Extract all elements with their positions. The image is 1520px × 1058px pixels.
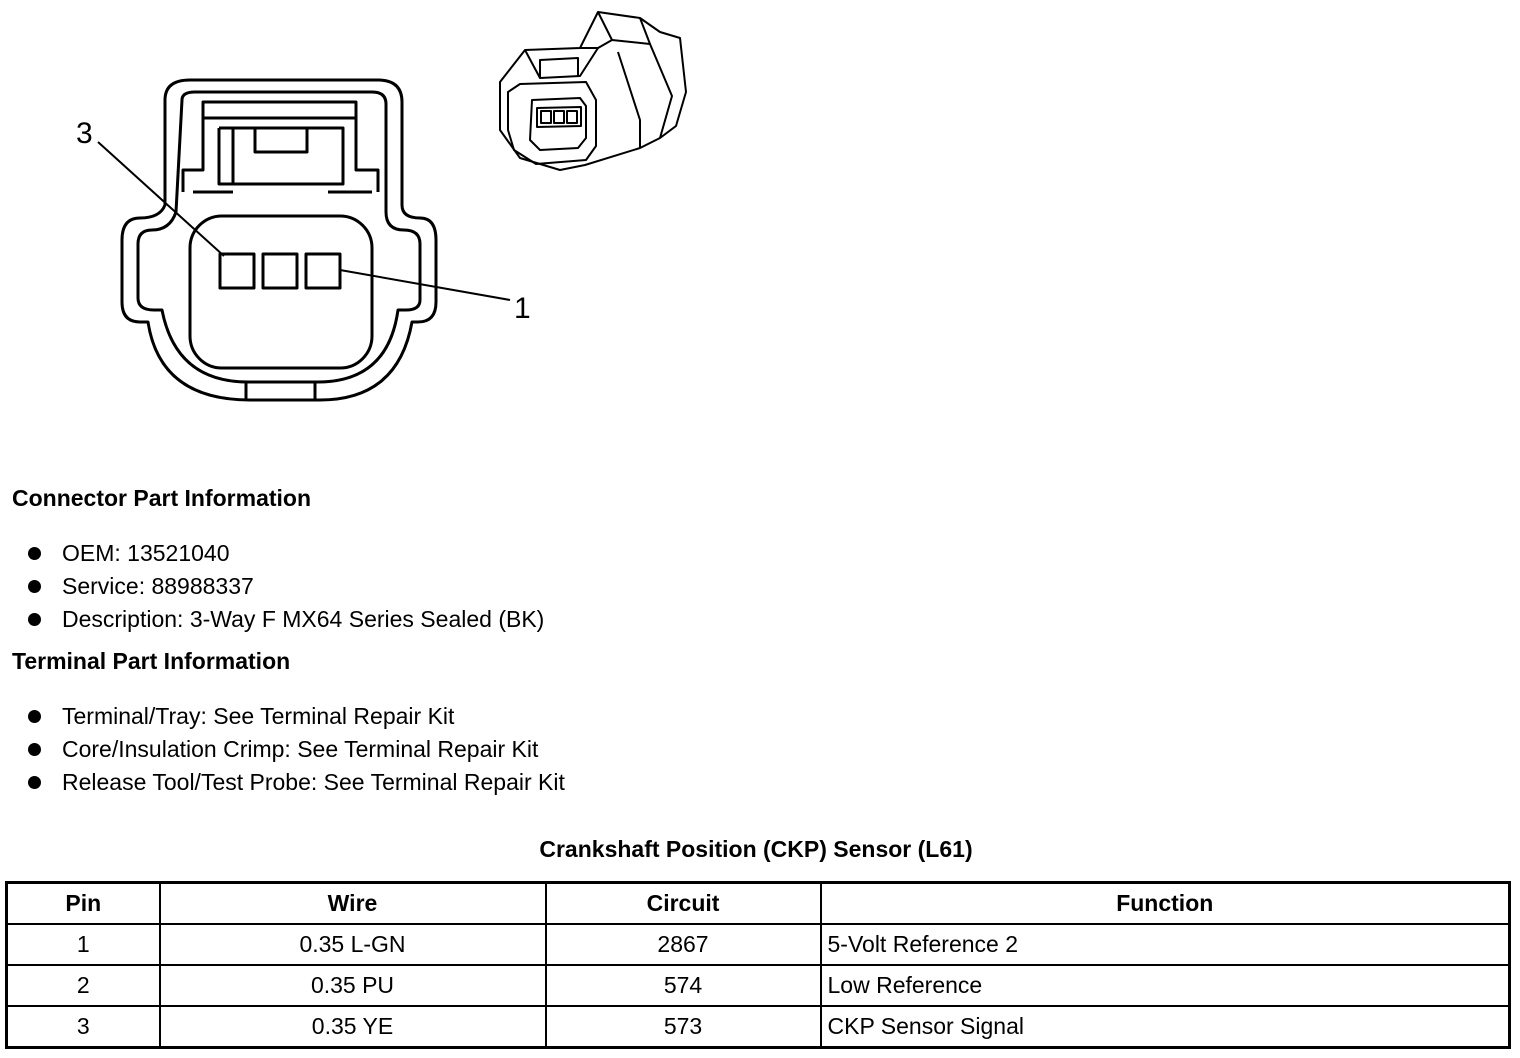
cell-pin: 2 xyxy=(5,964,161,1007)
list-item: Service: 88988337 xyxy=(28,570,544,603)
table-header-row: Pin Wire Circuit Function xyxy=(5,881,1511,925)
pin-2-cavity xyxy=(261,252,299,290)
connector-isometric-view xyxy=(499,11,687,171)
connector-diagram: 3 1 xyxy=(76,11,687,402)
bullet-icon xyxy=(28,710,41,723)
bullet-icon xyxy=(28,547,41,560)
cell-circuit: 574 xyxy=(544,964,822,1007)
terminal-part-info-list: Terminal/Tray: See Terminal Repair Kit C… xyxy=(28,700,565,799)
connector-outer-housing xyxy=(120,78,438,402)
header-wire: Wire xyxy=(158,881,547,925)
list-item: Release Tool/Test Probe: See Terminal Re… xyxy=(28,766,565,799)
cell-pin: 1 xyxy=(5,923,161,966)
cell-function: CKP Sensor Signal xyxy=(819,1005,1511,1049)
connector-part-info-list: OEM: 13521040 Service: 88988337 Descript… xyxy=(28,537,544,636)
table-row: 3 0.35 YE 573 CKP Sensor Signal xyxy=(5,1005,1511,1049)
pin-table: Pin Wire Circuit Function 1 0.35 L-GN 28… xyxy=(5,881,1511,1049)
connector-part-info-heading: Connector Part Information xyxy=(12,485,312,511)
pin-table-title: Crankshaft Position (CKP) Sensor (L61) xyxy=(539,836,973,862)
connector-latch-inner xyxy=(217,126,345,186)
list-item: OEM: 13521040 xyxy=(28,537,544,570)
cell-function: Low Reference xyxy=(819,964,1511,1007)
terminal-part-info-heading: Terminal Part Information xyxy=(12,648,291,674)
header-function: Function xyxy=(819,881,1511,925)
cell-circuit: 573 xyxy=(544,1005,822,1049)
list-item: Description: 3-Way F MX64 Series Sealed … xyxy=(28,603,544,636)
connector-inner-housing xyxy=(136,90,422,384)
table-row: 2 0.35 PU 574 Low Reference xyxy=(5,964,1511,1007)
list-item: Core/Insulation Crimp: See Terminal Repa… xyxy=(28,733,565,766)
bullet-icon xyxy=(28,580,41,593)
terminal-cavity xyxy=(188,214,374,370)
cell-wire: 0.35 L-GN xyxy=(158,923,547,966)
connector-latch xyxy=(181,100,380,192)
header-circuit: Circuit xyxy=(544,881,822,925)
pin-3-cavity xyxy=(218,252,256,290)
bullet-icon xyxy=(28,613,41,626)
bullet-icon xyxy=(28,776,41,789)
cell-wire: 0.35 YE xyxy=(158,1005,547,1049)
bullet-icon xyxy=(28,743,41,756)
cell-circuit: 2867 xyxy=(544,923,822,966)
cell-function: 5-Volt Reference 2 xyxy=(819,923,1511,966)
label-pin-3: 3 xyxy=(76,117,93,150)
cell-wire: 0.35 PU xyxy=(158,964,547,1007)
label-pin-1: 1 xyxy=(514,292,531,325)
header-pin: Pin xyxy=(5,881,161,925)
cell-pin: 3 xyxy=(5,1005,161,1049)
list-item: Terminal/Tray: See Terminal Repair Kit xyxy=(28,700,565,733)
pin-1-cavity xyxy=(304,252,342,290)
table-row: 1 0.35 L-GN 2867 5-Volt Reference 2 xyxy=(5,923,1511,966)
